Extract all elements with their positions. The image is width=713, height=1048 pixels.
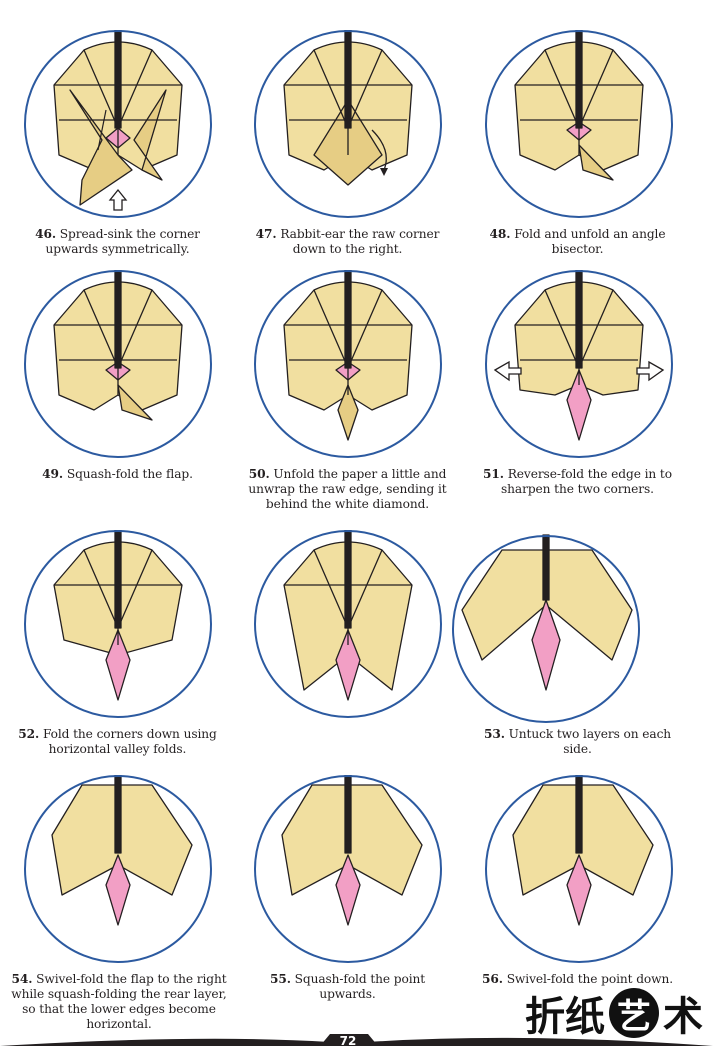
step-49-circle [24,270,212,458]
step-54-number: 54. [11,972,33,986]
step-46-caption: 46. Spread-sink the corner upwards symme… [10,227,225,257]
step-52-diagram [22,529,214,720]
step-55-number: 55. [269,972,291,986]
step-56-circle [485,775,673,963]
step-46-number: 46. [35,227,56,241]
step-50-caption: 50. Unfold the paper a little and unwrap… [240,467,455,512]
step-51-circle [485,270,673,458]
step-53-number: 53. [483,727,505,741]
step-46-text: Spread-sink the corner upwards symmetric… [45,227,200,256]
step-54-caption: 54. Swivel-fold the flap to the right wh… [4,972,234,1032]
step-50-circle [254,270,442,458]
step-51-diagram [483,269,675,460]
step-48-caption: 48. Fold and unfold an angle bisector. [470,227,685,257]
step-46-diagram [22,29,214,220]
step-52-text: Fold the corners down using horizontal v… [42,727,217,756]
watermark-char-3: 艺 [609,988,659,1038]
step-49-diagram [22,269,214,460]
step-52-number: 52. [18,727,40,741]
step-47-caption: 47. Rabbit-ear the raw corner down to th… [240,227,455,257]
step-54-circle [24,775,212,963]
step-48-number: 48. [489,227,511,241]
step-55-diagram [252,774,444,965]
step-47-number: 47. [255,227,277,241]
step-56-number: 56. [482,972,503,986]
step-48-text: Fold and unfold an angle bisector. [514,227,666,256]
watermark: 折 纸 艺 术 [525,984,703,1042]
step-55-caption: 55. Squash-fold the point upwards. [240,972,455,1002]
step-46-circle [24,30,212,218]
step-49-number: 49. [42,467,64,481]
page-number: 72 [339,1034,357,1048]
step-53-circle [254,530,442,718]
step-53-caption: 53. Untuck two layers on each side. [470,727,685,757]
watermark-char-4: 术 [663,994,703,1040]
step-50-diagram [252,269,444,460]
step-50-text: Unfold the paper a little and unwrap the… [248,467,447,511]
step-53-diagram [252,529,692,725]
step-52-caption: 52. Fold the corners down using horizont… [10,727,225,757]
step-56-text: Swivel-fold the point down. [506,972,673,986]
watermark-char-2: 纸 [565,994,605,1040]
step-54-text: Swivel-fold the flap to the right while … [11,972,227,1031]
step-53-text: Untuck two layers on each side. [508,727,672,756]
step-47-diagram [252,29,444,220]
step-55-text: Squash-fold the point upwards. [294,972,426,1001]
step-55-circle [254,775,442,963]
step-50-number: 50. [248,467,270,481]
step-51-caption: 51. Reverse-fold the edge in to sharpen … [470,467,685,497]
step-48-circle [485,30,673,218]
step-54-diagram [22,774,214,965]
step-56-diagram [483,774,675,965]
step-51-text: Reverse-fold the edge in to sharpen the … [501,467,672,496]
footer-swoosh [0,1034,713,1046]
step-52-circle [24,530,212,718]
step-48-diagram [483,29,675,220]
step-51-number: 51. [483,467,504,481]
watermark-char-1: 折 [525,994,565,1040]
step-49-text: Squash-fold the flap. [66,467,193,481]
step-53-zoom-circle [452,535,640,723]
step-47-circle [254,30,442,218]
step-49-caption: 49. Squash-fold the flap. [10,467,225,482]
step-47-text: Rabbit-ear the raw corner down to the ri… [280,227,440,256]
step-56-caption: 56. Swivel-fold the point down. [470,972,685,987]
